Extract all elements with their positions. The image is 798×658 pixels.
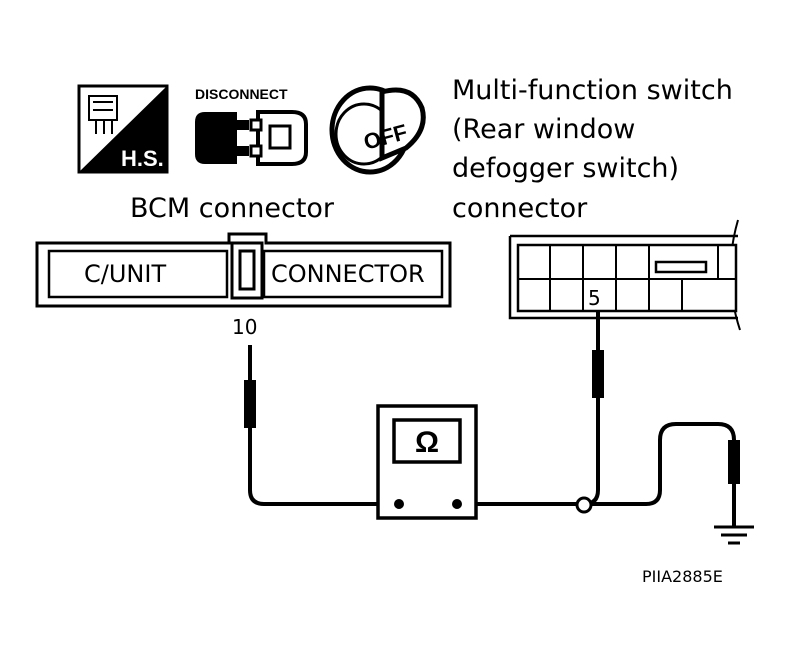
ignition-off-icon: OFF — [329, 85, 426, 175]
bcm-unit-label: C/UNIT — [84, 260, 166, 288]
meter-terminal-left — [394, 499, 404, 509]
bcm-connector-title: BCM connector — [130, 193, 335, 224]
hs-label: H.S. — [121, 146, 164, 171]
disconnect-label: DISCONNECT — [195, 86, 288, 102]
test-leads — [248, 312, 736, 526]
bcm-terminal-number: 10 — [232, 315, 257, 339]
meter-terminal-right — [452, 499, 462, 509]
switch-title-line-2: (Rear window — [452, 114, 635, 145]
switch-connector — [508, 219, 741, 331]
wire-junction — [575, 496, 593, 514]
disconnect-icon: DISCONNECT — [195, 86, 308, 166]
switch-title-line-4: connector — [452, 193, 588, 224]
switch-title-line-3: defogger switch) — [452, 153, 679, 184]
bcm-probe-grip — [244, 380, 256, 428]
bcm-connector-label: CONNECTOR — [271, 260, 425, 288]
figure-id: PIIA2885E — [642, 567, 723, 586]
ohmmeter: Ω — [376, 404, 478, 520]
bcm-connector: C/UNIT CONNECTOR — [35, 232, 452, 308]
switch-title-line-1: Multi-function switch — [452, 75, 733, 106]
ground-probe-grip — [728, 440, 740, 484]
switch-title: Multi-function switch (Rear window defog… — [452, 75, 733, 224]
ohm-symbol-icon: Ω — [415, 426, 439, 459]
switch-probe-grip — [592, 350, 604, 398]
harness-side-icon: H.S. — [77, 84, 169, 174]
ground-icon — [714, 525, 754, 545]
switch-terminal-number: 5 — [588, 286, 601, 310]
